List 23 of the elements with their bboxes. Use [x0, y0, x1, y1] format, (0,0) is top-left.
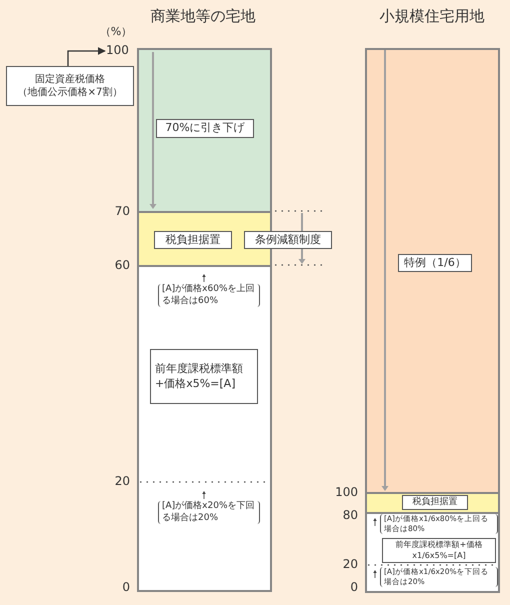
- tick-label: 100: [106, 43, 130, 59]
- condition-note: [A]が価格x20%を下回る場合は20%: [158, 501, 260, 524]
- label-box: 税負担据置: [402, 495, 468, 510]
- condition-note: [A]が価格x60%を上回る場合は60%: [158, 284, 260, 308]
- label-box: 特例（1/6）: [398, 254, 472, 272]
- tick-label: 0: [349, 580, 358, 595]
- unit-label: （%）: [98, 25, 134, 39]
- label-box: 前年度課税標準額+価格x5%=[A]: [150, 349, 258, 404]
- tick-label: 20: [342, 557, 358, 572]
- label-box: 前年度課税標準額+価格x1/6x5%=[A]: [382, 538, 496, 563]
- column-heading: 商業地等の宅地: [150, 7, 256, 26]
- label-box: 70%に引き下げ: [156, 119, 254, 138]
- tick-label: 60: [114, 258, 130, 273]
- label-box: 税負担据置: [154, 231, 232, 249]
- tick-label: 0: [121, 580, 130, 595]
- label-box: 固定資産税価格（地価公示価格×7割）: [6, 66, 134, 106]
- tick-label: 20: [114, 474, 130, 489]
- tick-label: 100: [334, 485, 358, 500]
- column-heading: 小規模住宅用地: [378, 7, 486, 26]
- tick-label: 70: [114, 204, 130, 219]
- tick-label: 80: [342, 508, 358, 523]
- label-box: 条例減額制度: [244, 231, 332, 249]
- arrow: [67, 47, 106, 66]
